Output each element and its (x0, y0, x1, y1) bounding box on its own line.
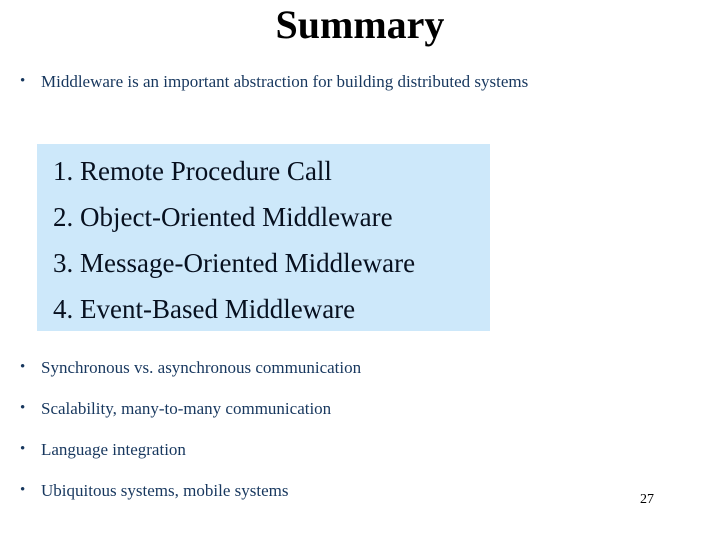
bullet-text: Middleware is an important abstraction f… (41, 72, 529, 91)
middleware-types-box: 1. Remote Procedure Call 2. Object-Orien… (37, 144, 490, 331)
bullet-icon: • (20, 359, 26, 375)
bullet-item-intro: • Middleware is an important abstraction… (20, 71, 680, 92)
item-number: 3. (53, 248, 74, 278)
bullet-item: • Synchronous vs. asynchronous communica… (20, 357, 680, 378)
item-number: 1. (53, 156, 74, 186)
page-number: 27 (640, 492, 654, 507)
bullet-icon: • (20, 400, 26, 416)
bullet-text: Language integration (41, 440, 186, 459)
bullet-item: • Language integration (20, 439, 680, 460)
item-label: Message-Oriented Middleware (80, 248, 416, 278)
item-label: Object-Oriented Middleware (80, 202, 393, 232)
numbered-item: 3. Message-Oriented Middleware (53, 240, 490, 286)
numbered-item: 2. Object-Oriented Middleware (53, 194, 490, 240)
bullet-item: • Scalability, many-to-many communicatio… (20, 398, 680, 419)
item-number: 4. (53, 294, 74, 324)
bullet-icon: • (20, 73, 26, 89)
numbered-item: 1. Remote Procedure Call (53, 148, 490, 194)
bullet-text: Synchronous vs. asynchronous communicati… (41, 358, 362, 377)
bullet-text: Scalability, many-to-many communication (41, 399, 332, 418)
slide-title: Summary (275, 2, 445, 47)
bullet-item: • Ubiquitous systems, mobile systems (20, 480, 680, 501)
item-label: Remote Procedure Call (80, 156, 332, 186)
bullet-icon: • (20, 482, 26, 498)
bullet-text: Ubiquitous systems, mobile systems (41, 481, 289, 500)
bullet-icon: • (20, 441, 26, 457)
item-number: 2. (53, 202, 74, 232)
item-label: Event-Based Middleware (80, 294, 356, 324)
numbered-item: 4. Event-Based Middleware (53, 286, 490, 332)
